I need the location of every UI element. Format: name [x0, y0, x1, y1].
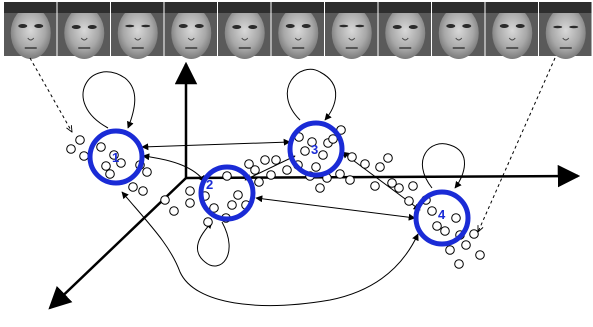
state-ring-2	[198, 164, 256, 222]
observation-point	[475, 250, 485, 260]
face-frame-7	[325, 2, 378, 59]
face-frame-5	[218, 2, 271, 59]
observation-point	[209, 203, 219, 213]
dashed-pointer-first-frame	[29, 57, 72, 132]
face-strip	[4, 2, 592, 59]
observation-point	[347, 152, 357, 162]
face-frame-6	[271, 2, 324, 59]
observation-point	[128, 182, 138, 192]
observation-point	[66, 144, 76, 154]
observation-point	[318, 150, 328, 160]
state-label-4: 4	[438, 207, 446, 222]
state-label-1: 1	[112, 150, 119, 165]
observation-points	[66, 125, 485, 269]
self-loop-state-2	[196, 221, 230, 267]
observation-point	[75, 135, 85, 145]
observation-point	[138, 186, 148, 196]
observation-point	[328, 134, 338, 144]
transition-3-2	[244, 155, 296, 181]
observation-point	[250, 165, 260, 175]
observation-point	[203, 217, 213, 227]
state-rings	[87, 120, 471, 247]
observation-point	[169, 206, 179, 216]
transition-2-4	[255, 195, 416, 221]
observation-point	[335, 169, 345, 179]
observation-point	[375, 162, 385, 172]
observation-point	[311, 162, 321, 172]
observation-point	[185, 186, 195, 196]
face-frame-2	[57, 2, 110, 59]
observation-point	[109, 150, 119, 160]
observation-point	[461, 240, 471, 250]
observation-point	[408, 181, 418, 191]
dashed-pointer-last-frame	[478, 57, 556, 232]
observation-point	[254, 177, 264, 187]
observation-point	[469, 229, 479, 239]
observation-point	[360, 159, 370, 169]
observation-point	[79, 151, 89, 161]
face-frame-3	[111, 2, 164, 59]
observation-point	[96, 142, 106, 152]
state-ring-1	[87, 128, 145, 186]
state-ring-4	[413, 189, 471, 247]
observation-point	[185, 198, 195, 208]
observation-point	[427, 206, 437, 216]
observation-point	[227, 200, 237, 210]
observation-point	[222, 171, 232, 181]
observation-point	[160, 195, 170, 205]
face-frame-1	[4, 2, 57, 59]
observation-point	[315, 183, 325, 193]
self-loop-state-1	[82, 71, 136, 129]
observation-point	[383, 153, 393, 163]
observation-point	[271, 155, 281, 165]
observation-point	[370, 181, 380, 191]
observation-point	[440, 226, 450, 236]
face-frame-11	[539, 2, 592, 59]
transition-1-4	[121, 191, 419, 306]
observation-point	[445, 245, 455, 255]
observation-point	[454, 259, 464, 269]
self-loop-state-4	[421, 143, 465, 189]
observation-point	[266, 170, 276, 180]
face-frame-10	[485, 2, 538, 59]
state-ring-3	[287, 120, 345, 178]
face-frame-8	[378, 2, 431, 59]
observation-point	[451, 213, 461, 223]
observation-point	[387, 178, 397, 188]
observation-point	[116, 158, 126, 168]
face-frame-4	[164, 2, 217, 59]
face-frame-9	[432, 2, 485, 59]
self-loop-state-3	[286, 68, 337, 121]
transition-1-2	[142, 153, 206, 183]
observation-point	[345, 175, 355, 185]
observation-point	[142, 167, 152, 177]
state-label-2: 2	[206, 177, 213, 192]
observation-point	[105, 169, 115, 179]
observation-point	[300, 146, 310, 156]
transition-1-3	[141, 138, 291, 151]
observation-point	[307, 137, 317, 147]
observation-point	[244, 159, 254, 169]
observation-point	[394, 183, 404, 193]
observation-point	[282, 165, 292, 175]
observation-point	[233, 190, 243, 200]
observation-point	[404, 196, 414, 206]
state-label-3: 3	[311, 142, 318, 157]
observation-point	[260, 155, 270, 165]
observation-point	[101, 161, 111, 171]
observation-point	[432, 221, 442, 231]
